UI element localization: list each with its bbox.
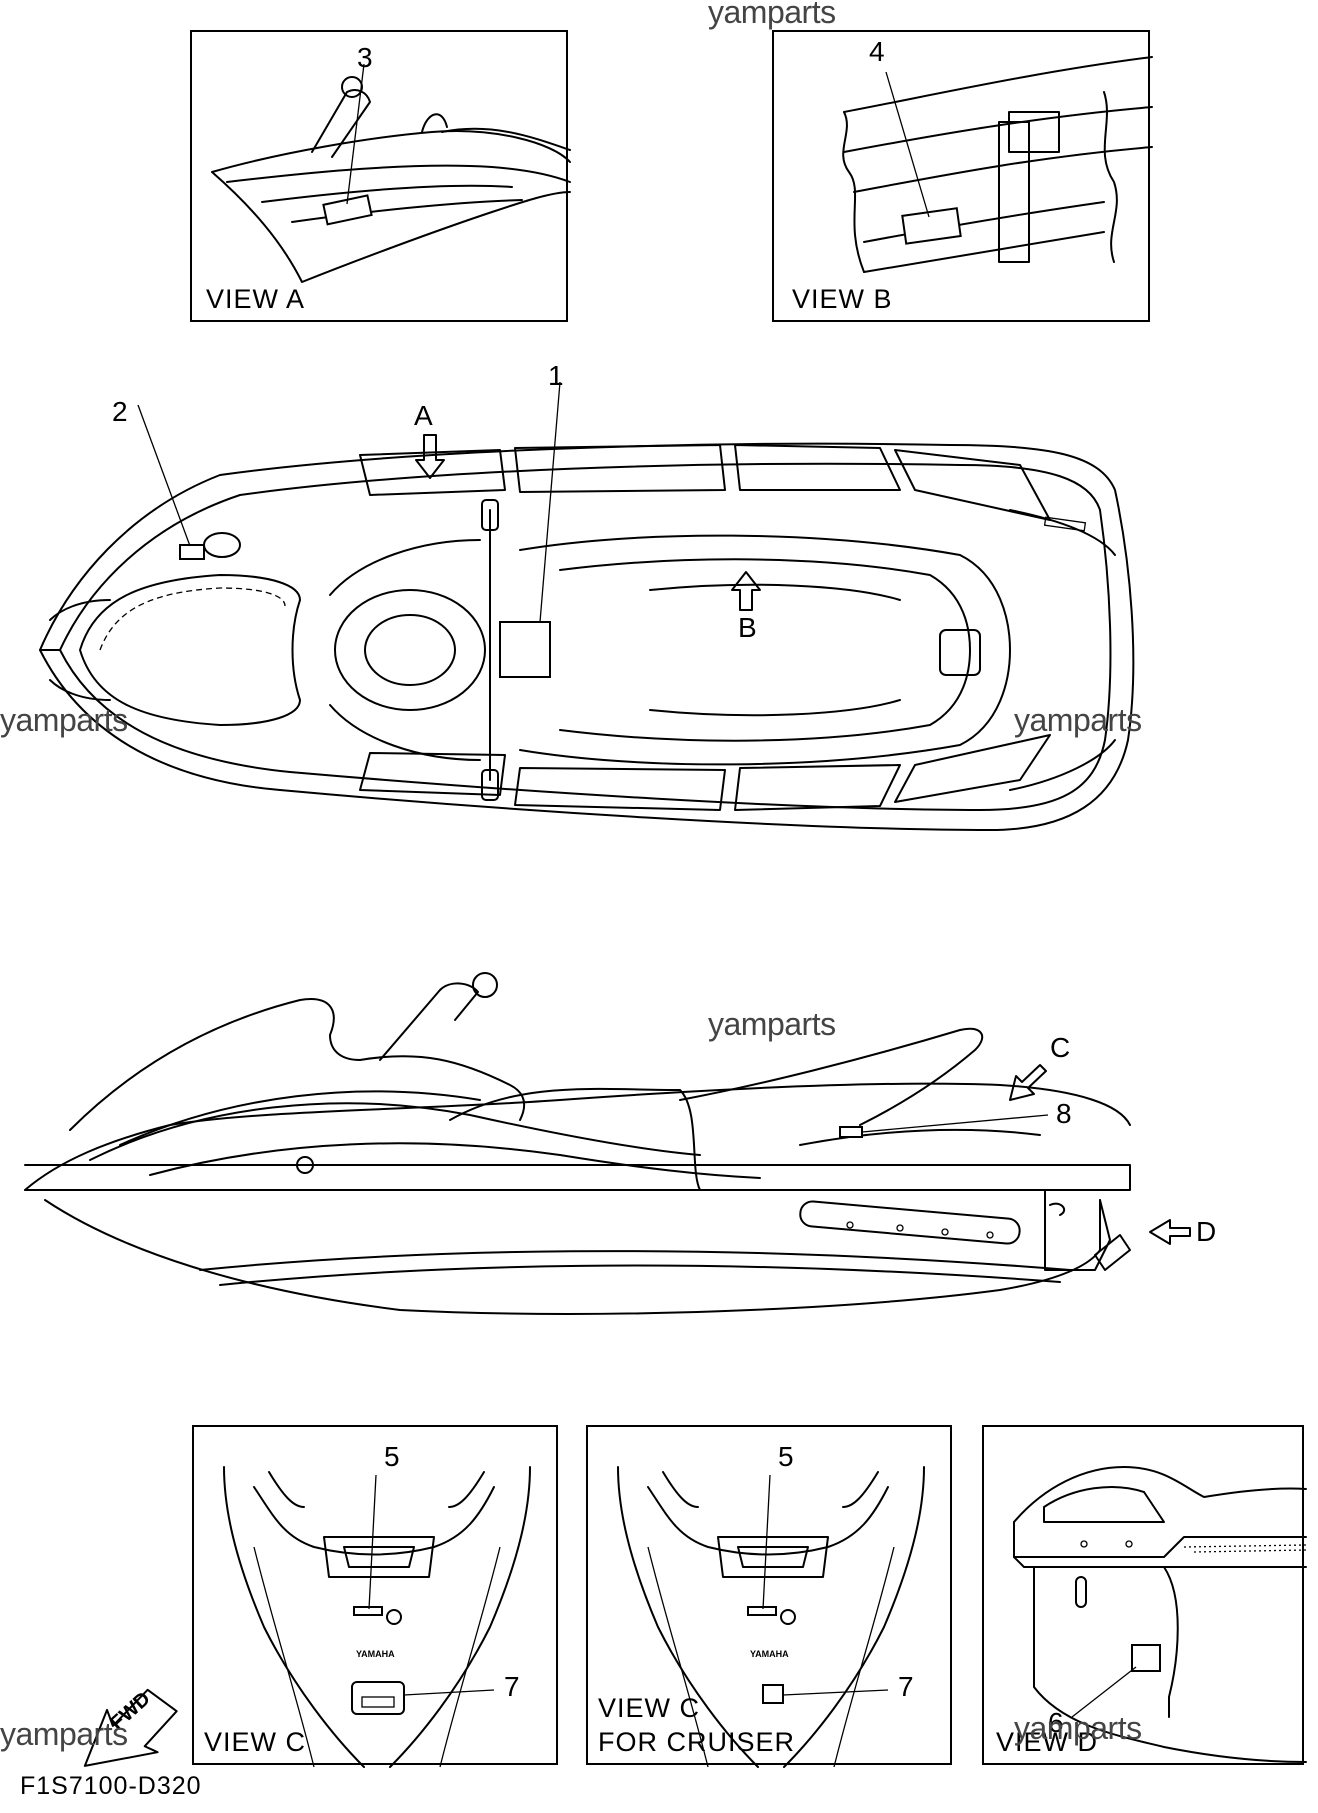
side-view-watercraft [24, 972, 1191, 1315]
hull-logo-view-c: YAMAHA [356, 1649, 395, 1659]
watermark-bottom-left: yamparts [0, 1716, 128, 1752]
top-view-watercraft [39, 381, 1135, 831]
hull-logo-view-c-cruiser: YAMAHA [750, 1649, 789, 1659]
view-d-drawing [1013, 1466, 1307, 1763]
callout-5-view-c-cruiser: 5 [778, 1441, 794, 1472]
arrow-label-a: A [414, 400, 433, 431]
view-d-label: VIEW D [996, 1727, 1099, 1757]
arrow-label-d: D [1196, 1216, 1217, 1247]
watermark-left: yamparts [0, 702, 128, 738]
view-a-frame: 3 VIEW A [190, 30, 571, 322]
view-c-cruiser-label-line2: FOR CRUISER [598, 1727, 796, 1757]
callout-6: 6 [1048, 1707, 1064, 1738]
callout-1: 1 [548, 360, 564, 391]
callout-7-view-c: 7 [504, 1671, 520, 1702]
callout-2: 2 [112, 396, 128, 427]
watermark-middle: yamparts [708, 1006, 836, 1042]
arrow-label-b: B [738, 612, 757, 643]
arrow-label-c: C [1050, 1032, 1071, 1063]
view-a-label: VIEW A [206, 284, 306, 314]
view-c-cruiser-label-line1: VIEW C [598, 1693, 701, 1723]
view-c-cruiser-drawing [617, 1466, 925, 1768]
fwd-arrow [83, 1688, 178, 1767]
callout-7-view-c-cruiser: 7 [898, 1671, 914, 1702]
view-d-frame: 6 VIEW D [982, 1425, 1307, 1765]
watermark-bottom-right: yamparts [1014, 1710, 1142, 1746]
callout-3: 3 [357, 42, 373, 73]
diagram-code: F1S7100-D320 [20, 1772, 202, 1800]
view-c-cruiser-frame: 5 7 YAMAHA VIEW C FOR CRUISER [586, 1425, 952, 1768]
view-c-label: VIEW C [204, 1727, 307, 1757]
view-b-drawing [842, 56, 1153, 273]
callout-5-view-c: 5 [384, 1441, 400, 1472]
view-b-label: VIEW B [792, 284, 893, 314]
callout-4: 4 [869, 36, 885, 67]
view-c-drawing [223, 1466, 531, 1768]
view-a-drawing [211, 63, 571, 283]
watermark-right: yamparts [1014, 702, 1142, 738]
watermark-top: yamparts [708, 0, 836, 30]
view-c-frame: 5 7 YAMAHA VIEW C [192, 1425, 558, 1768]
view-b-frame: 4 VIEW B [772, 30, 1153, 322]
callout-8: 8 [1056, 1098, 1072, 1129]
